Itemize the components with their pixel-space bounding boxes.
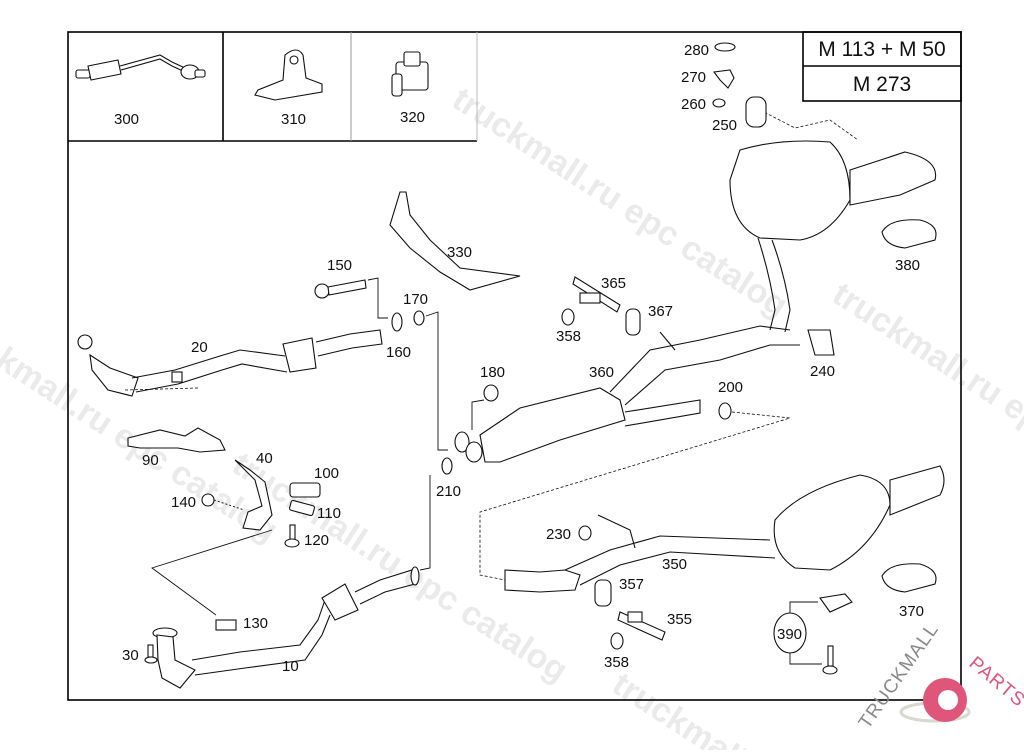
engine-variant-box: M 113 + M 50 M 273 bbox=[802, 31, 962, 102]
callout-310[interactable]: 310 bbox=[281, 111, 306, 128]
clamp-icon[interactable] bbox=[391, 51, 429, 97]
front-pipe-catalyst-upper[interactable] bbox=[77, 329, 383, 397]
callout-180[interactable]: 180 bbox=[480, 364, 505, 381]
callout-380[interactable]: 380 bbox=[895, 257, 920, 274]
leader-200 bbox=[479, 411, 791, 581]
bracket-270-icon[interactable] bbox=[712, 69, 735, 89]
callout-320[interactable]: 320 bbox=[400, 109, 425, 126]
ring-icon[interactable] bbox=[413, 310, 425, 326]
inset-parts-panel: 300 310 320 bbox=[68, 32, 478, 142]
callout-40[interactable]: 40 bbox=[256, 450, 273, 467]
diagram-frame bbox=[67, 31, 962, 701]
gasket-icon[interactable] bbox=[391, 312, 403, 332]
callout-355[interactable]: 355 bbox=[667, 611, 692, 628]
callout-30[interactable]: 30 bbox=[122, 647, 139, 664]
tailpipe-trim-370-icon[interactable] bbox=[881, 563, 937, 593]
plate-280-icon[interactable] bbox=[714, 42, 736, 52]
bolt-30-icon[interactable] bbox=[144, 644, 158, 664]
leader-130 bbox=[151, 529, 273, 616]
callout-357[interactable]: 357 bbox=[619, 576, 644, 593]
ring-210-icon[interactable] bbox=[441, 457, 453, 475]
group-390[interactable] bbox=[773, 593, 853, 675]
logo-text-red: PARTS bbox=[965, 653, 1024, 712]
rubber-mount-357-icon[interactable] bbox=[594, 579, 612, 607]
callout-390[interactable]: 390 bbox=[777, 626, 802, 643]
callout-230[interactable]: 230 bbox=[546, 526, 571, 543]
callout-358-upper[interactable]: 358 bbox=[556, 328, 581, 345]
callout-200[interactable]: 200 bbox=[718, 379, 743, 396]
intermediate-pipe-360[interactable] bbox=[454, 325, 800, 463]
leader-150 bbox=[367, 277, 388, 319]
callout-120[interactable]: 120 bbox=[304, 532, 329, 549]
callout-240[interactable]: 240 bbox=[810, 363, 835, 380]
callout-330[interactable]: 330 bbox=[447, 244, 472, 261]
callout-270[interactable]: 270 bbox=[681, 69, 706, 86]
leader-170 bbox=[425, 311, 448, 451]
engine-variant-1: M 113 + M 50 bbox=[818, 38, 945, 61]
bolt-120-icon[interactable] bbox=[284, 524, 300, 548]
callout-150[interactable]: 150 bbox=[327, 257, 352, 274]
nut-140-icon[interactable] bbox=[201, 493, 215, 507]
callout-367[interactable]: 367 bbox=[648, 303, 673, 320]
truckmallparts-logo: TRUCKMALL PARTS bbox=[855, 619, 1024, 733]
callout-300[interactable]: 300 bbox=[114, 111, 139, 128]
rubber-ring-358-lower-icon[interactable] bbox=[610, 632, 624, 650]
callout-260[interactable]: 260 bbox=[681, 96, 706, 113]
hanger-355-icon[interactable] bbox=[617, 611, 666, 641]
callout-160[interactable]: 160 bbox=[386, 344, 411, 361]
callout-140[interactable]: 140 bbox=[171, 494, 196, 511]
callout-210[interactable]: 210 bbox=[436, 483, 461, 500]
watermark-text-2: truckmall.ru epc catalog bbox=[0, 305, 284, 550]
rubber-ring-358-icon[interactable] bbox=[561, 308, 575, 326]
rear-muffler-upper[interactable] bbox=[729, 109, 937, 333]
rubber-mount-icon[interactable] bbox=[289, 482, 321, 498]
callout-250[interactable]: 250 bbox=[712, 117, 737, 134]
rear-pipe-muffler-350[interactable] bbox=[504, 465, 945, 593]
callout-365[interactable]: 365 bbox=[601, 275, 626, 292]
washer-260-icon[interactable] bbox=[712, 98, 726, 108]
nut-230-icon[interactable] bbox=[578, 525, 592, 541]
bracket-90-icon[interactable] bbox=[127, 427, 226, 453]
rubber-mount-367-icon[interactable] bbox=[625, 308, 641, 336]
front-pipe-catalyst-lower[interactable] bbox=[152, 566, 420, 689]
callout-110[interactable]: 110 bbox=[317, 505, 341, 522]
heat-shield-icon[interactable] bbox=[389, 191, 521, 291]
oxygen-sensor-icon[interactable] bbox=[75, 54, 206, 81]
callout-360[interactable]: 360 bbox=[589, 364, 614, 381]
callout-10[interactable]: 10 bbox=[282, 658, 299, 675]
bracket-40-icon[interactable] bbox=[234, 459, 273, 531]
engine-variant-2: M 273 bbox=[853, 73, 911, 96]
bracket-icon[interactable] bbox=[254, 49, 323, 101]
callout-280[interactable]: 280 bbox=[684, 42, 709, 59]
callout-170[interactable]: 170 bbox=[403, 291, 428, 308]
callout-370[interactable]: 370 bbox=[899, 603, 924, 620]
rubber-mount-250-icon[interactable] bbox=[745, 96, 767, 128]
watermark-text-3: truckmall.ru epc catalog bbox=[226, 445, 575, 690]
tailpipe-trim-380-icon[interactable] bbox=[881, 219, 937, 249]
callout-20[interactable]: 20 bbox=[191, 339, 208, 356]
leader-180 bbox=[471, 399, 485, 430]
callout-350[interactable]: 350 bbox=[662, 556, 687, 573]
bracket-110-icon[interactable] bbox=[289, 499, 315, 517]
callout-130[interactable]: 130 bbox=[243, 615, 268, 632]
callout-100[interactable]: 100 bbox=[314, 465, 339, 482]
bolt-icon[interactable] bbox=[314, 279, 367, 299]
clip-130-icon[interactable] bbox=[215, 619, 237, 631]
hanger-365-icon[interactable] bbox=[572, 276, 621, 313]
callout-358-lower[interactable]: 358 bbox=[604, 654, 629, 671]
bracket-240-icon[interactable] bbox=[807, 329, 835, 356]
leader-10 bbox=[419, 475, 431, 571]
nut-180-icon[interactable] bbox=[483, 384, 499, 402]
callout-90[interactable]: 90 bbox=[142, 452, 159, 469]
clamp-200-icon[interactable] bbox=[718, 402, 732, 420]
